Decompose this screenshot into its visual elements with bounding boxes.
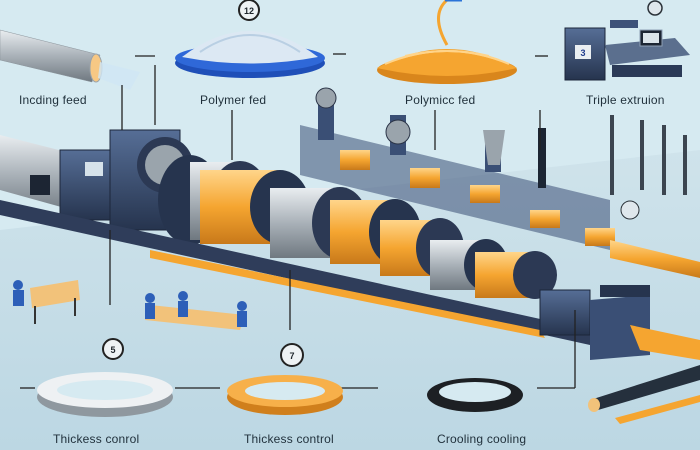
label-thickness-control-2: Thickess control <box>244 432 334 446</box>
label-incoming-feed: Incding feed <box>19 93 87 107</box>
cooling-machine <box>539 285 700 360</box>
workers-desk-left <box>13 280 80 324</box>
step-number-7: 7 <box>289 351 294 361</box>
control-station: 3 <box>564 0 690 81</box>
coil-black <box>427 378 523 412</box>
step-badge-5: 5 <box>102 338 124 360</box>
top-step-number: 12 <box>244 6 254 16</box>
base-rail <box>0 200 590 345</box>
top-step-badge: 12 <box>238 0 260 21</box>
orange-rail <box>150 250 545 338</box>
polymer-granule-bowl <box>175 31 325 78</box>
label-polymer-fed: Polymer fed <box>200 93 267 107</box>
orange-coil <box>377 0 517 84</box>
label-cooling: Crooling cooling <box>437 432 527 446</box>
flow-arrows <box>20 53 576 389</box>
coil-orange <box>227 375 343 415</box>
extruder-row <box>300 87 640 250</box>
label-triple-extrusion: Triple extruion <box>586 93 665 107</box>
finished-cable <box>588 365 700 424</box>
main-rollers <box>158 155 557 299</box>
incoming-pipe <box>0 29 140 90</box>
cable-outflow <box>610 240 700 278</box>
step-number-5: 5 <box>110 345 115 355</box>
sensor-probes <box>610 115 687 195</box>
monitor-number: 3 <box>580 48 585 58</box>
label-polymer-fed-2: Polymicc fed <box>405 93 476 107</box>
workers-desk-center <box>145 291 247 330</box>
step-badge-7: 7 <box>280 343 304 367</box>
coil-white <box>37 372 173 417</box>
label-thickness-control-1: Thickess conrol <box>53 432 140 446</box>
